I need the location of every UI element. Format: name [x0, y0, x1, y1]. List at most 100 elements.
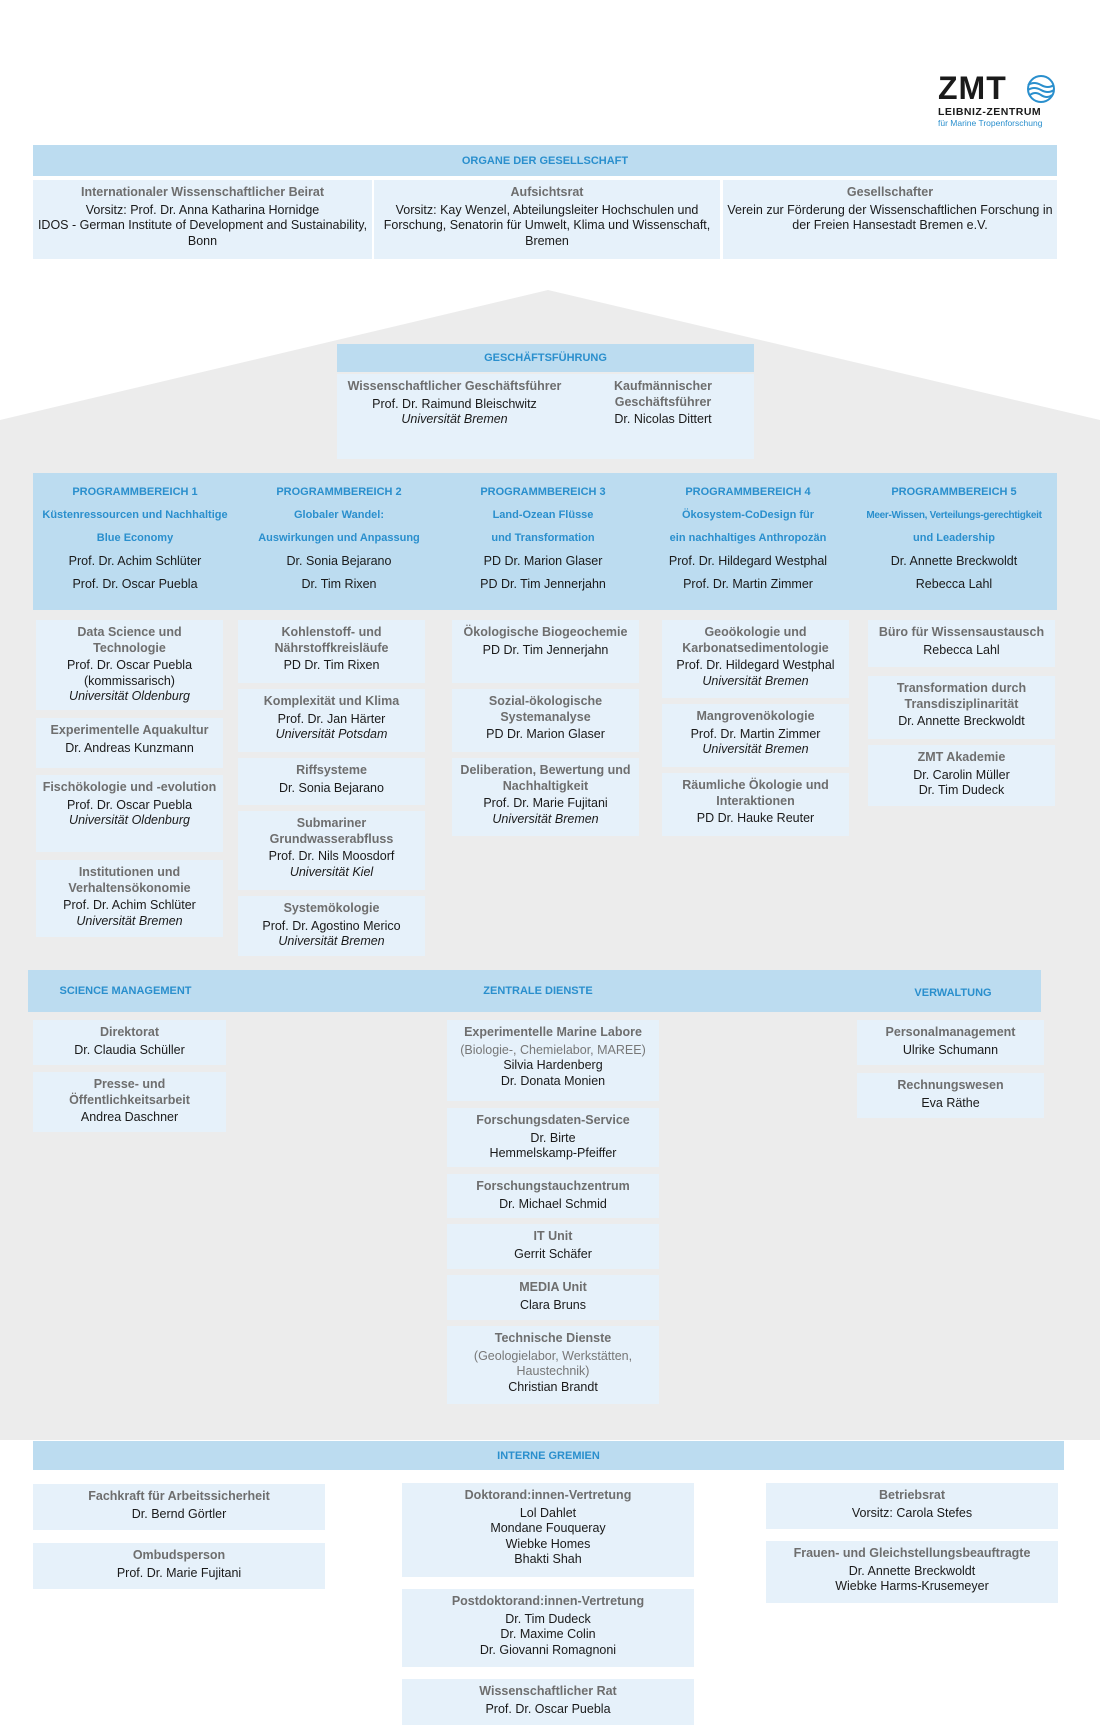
group-org: Universität Bremen [76, 913, 183, 928]
group-lead: Dr. Carolin Müller [913, 767, 1010, 782]
box-line: Vorsitz: Kay Wenzel, Abteilungsleiter Ho… [383, 202, 711, 248]
group-box: Büro für Wissensaustausch Rebecca Lahl [868, 620, 1055, 667]
group-box: Deliberation, Bewertung und Nachhaltigke… [452, 758, 639, 836]
group-box: Ökologische Biogeochemie PD Dr. Tim Jenn… [452, 620, 639, 683]
program-title: Meer-Wissen, Verteilungs-gerechtigkeit [866, 510, 1042, 521]
box-line: Vorsitz: Prof. Dr. Anna Katharina Hornid… [85, 202, 320, 217]
program-2: PROGRAMMBEREICH 2 Globaler Wandel: Auswi… [237, 481, 441, 596]
program-lead: Dr. Tim Rixen [301, 577, 377, 591]
program-lead: PD Dr. Tim Jennerjahn [480, 577, 606, 591]
gremium-box: Betriebsrat Vorsitz: Carola Stefes [766, 1483, 1058, 1529]
gremium-title: Frauen- und Gleichstellungsbeauftragte [793, 1546, 1031, 1560]
program-title: und Leadership [913, 532, 995, 544]
group-lead: Prof. Dr. Oscar Puebla [66, 658, 193, 672]
service-lead: Gerrit Schäfer [514, 1246, 592, 1261]
group-box: Sozial-ökologische Systemanalyse PD Dr. … [452, 689, 639, 752]
group-title: Riffsysteme [296, 763, 367, 777]
service-lead: Dr. Michael Schmid [499, 1196, 607, 1211]
group-org: Universität Oldenburg [69, 689, 190, 703]
group-box: Data Science und Technologie Prof. Dr. O… [36, 620, 223, 710]
group-lead: Prof. Dr. Achim Schlüter [63, 898, 196, 912]
gremium-box: Doktorand:innen-Vertretung Lol Dahlet Mo… [402, 1483, 694, 1577]
program-lead: Prof. Dr. Achim Schlüter [68, 554, 202, 568]
group-box: Experimentelle Aquakultur Dr. Andreas Ku… [36, 718, 223, 768]
group-box: Mangrovenökologie Prof. Dr. Martin Zimme… [662, 704, 849, 767]
group-lead: PD Dr. Tim Jennerjahn [482, 642, 609, 657]
program-title: Land-Ozean Flüsse [492, 509, 594, 521]
group-title: Kohlenstoff- und Nährstoffkreisläufe [274, 625, 389, 655]
group-lead: Prof. Dr. Martin Zimmer [690, 726, 821, 741]
gf-header: GESCHÄFTSFÜHRUNG [337, 344, 754, 372]
group-lead: Prof. Dr. Agostino Merico [262, 918, 401, 933]
service-box: Forschungsdaten-Service Dr. Birte Hemmel… [447, 1108, 659, 1167]
gremium-lead: Dr. Maxime Colin [500, 1627, 596, 1641]
group-box: Kohlenstoff- und Nährstoffkreisläufe PD … [238, 620, 425, 683]
organe-box-aufsichtsrat: Aufsichtsrat Vorsitz: Kay Wenzel, Abteil… [374, 180, 720, 259]
group-box: Komplexität und Klima Prof. Dr. Jan Härt… [238, 689, 425, 752]
group-box: Fischökologie und -evolution Prof. Dr. O… [36, 775, 223, 852]
zentrale-dienste-header: ZENTRALE DIENSTE [483, 985, 593, 997]
science-management-header: SCIENCE MANAGEMENT [59, 985, 192, 997]
program-lead: Rebecca Lahl [915, 577, 993, 591]
organe-box-beirat: Internationaler Wissenschaftlicher Beira… [33, 180, 372, 259]
group-title: Transformation durch Transdisziplinaritä… [896, 681, 1027, 711]
program-title: Blue Economy [96, 532, 174, 544]
gremium-box: Wissenschaftlicher Rat Prof. Dr. Oscar P… [402, 1679, 694, 1725]
service-box: Presse- und Öffentlichkeitsarbeit Andrea… [33, 1072, 226, 1132]
group-lead: Prof. Dr. Marie Fujitani [483, 796, 608, 810]
program-lead: Prof. Dr. Martin Zimmer [683, 577, 813, 591]
box-title: Gesellschafter [846, 185, 934, 199]
group-title: Mangrovenökologie [696, 709, 815, 723]
group-lead: PD Dr. Tim Rixen [283, 658, 380, 672]
service-box: Direktorat Dr. Claudia Schüller [33, 1020, 226, 1065]
service-title: Forschungsdaten-Service [476, 1113, 630, 1127]
service-title: Forschungstauchzentrum [476, 1179, 630, 1193]
service-title: MEDIA Unit [519, 1280, 587, 1294]
program-label: PROGRAMMBEREICH 1 [72, 486, 198, 498]
gremium-title: Doktorand:innen-Vertretung [464, 1488, 632, 1502]
program-title: ein nachhaltiges Anthropozän [669, 532, 827, 544]
group-box: Submariner Grundwasserabfluss Prof. Dr. … [238, 811, 425, 890]
box-title: Aufsichtsrat [510, 185, 584, 199]
service-sub: (Biologie-, Chemielabor, MAREE) [460, 1042, 646, 1057]
service-lead: Christian Brandt [508, 1379, 598, 1394]
gremium-lead: Dr. Tim Dudeck [505, 1611, 591, 1626]
organe-box-gesellschafter: Gesellschafter Verein zur Förderung der … [723, 180, 1057, 259]
gremium-box: Frauen- und Gleichstellungsbeauftragte D… [766, 1541, 1058, 1603]
logo-abbr: ZMT [938, 70, 1007, 106]
service-title: Experimentelle Marine Labore [464, 1025, 642, 1039]
gf-box: Wissenschaftlicher Geschäftsführer Prof.… [337, 374, 754, 459]
program-title: Küstenressourcen und Nachhaltige [42, 509, 228, 521]
gremium-lead: Mondane Fouqueray [490, 1521, 606, 1535]
group-box: Systemökologie Prof. Dr. Agostino Merico… [238, 896, 425, 956]
program-label: PROGRAMMBEREICH 2 [276, 486, 402, 498]
service-title: Rechnungswesen [897, 1078, 1004, 1092]
service-title: Presse- und Öffentlichkeitsarbeit [69, 1077, 190, 1107]
gremium-lead: Dr. Giovanni Romagnoni [479, 1642, 617, 1657]
group-box: ZMT Akademie Dr. Carolin Müller Dr. Tim … [868, 745, 1055, 806]
service-box: Forschungstauchzentrum Dr. Michael Schmi… [447, 1174, 659, 1218]
program-lead: Prof. Dr. Hildegard Westphal [668, 554, 828, 568]
service-lead: Andrea Daschner [80, 1110, 179, 1124]
wave-icon [1027, 75, 1055, 103]
gremium-lead: Dr. Bernd Görtler [131, 1506, 227, 1521]
program-title: und Transformation [491, 532, 595, 544]
program-lead: PD Dr. Marion Glaser [483, 554, 603, 568]
program-label: PROGRAMMBEREICH 3 [480, 486, 606, 498]
group-lead: PD Dr. Hauke Reuter [696, 811, 815, 825]
group-lead: Rebecca Lahl [923, 642, 1000, 657]
group-box: Riffsysteme Dr. Sonia Bejarano [238, 758, 425, 805]
gremium-lead: Dr. Annette Breckwoldt [848, 1563, 976, 1578]
group-lead: PD Dr. Marion Glaser [486, 727, 605, 741]
group-title: Ökologische Biogeochemie [463, 625, 628, 639]
logo-line2: für Marine Tropenforschung [938, 118, 1043, 128]
group-title: Deliberation, Bewertung und Nachhaltigke… [460, 763, 631, 793]
gremium-lead: Prof. Dr. Oscar Puebla [485, 1701, 611, 1716]
gremium-lead: Vorsitz: Carola Stefes [851, 1505, 973, 1520]
group-title: Räumliche Ökologie und Interaktionen [682, 778, 829, 808]
gremium-title: Wissenschaftlicher Rat [479, 1684, 617, 1698]
gremium-lead: Wiebke Homes [505, 1536, 591, 1551]
program-3: PROGRAMMBEREICH 3 Land-Ozean Flüsse und … [441, 481, 645, 596]
gf-left-name: Prof. Dr. Raimund Bleischwitz [372, 396, 537, 411]
services-band: SCIENCE MANAGEMENT ZENTRALE DIENSTE VERW… [28, 970, 1041, 1012]
